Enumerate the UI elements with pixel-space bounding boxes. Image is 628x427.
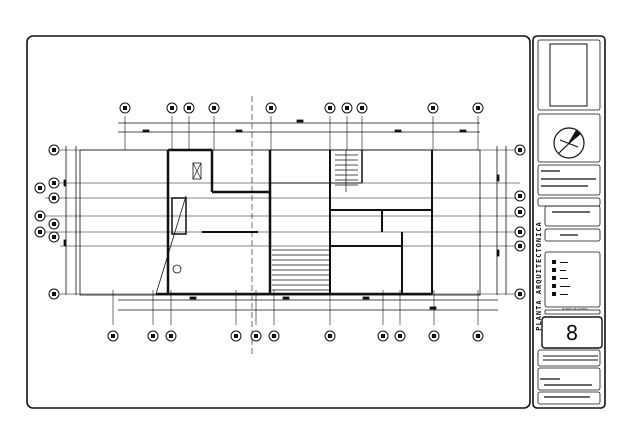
stairs: [272, 150, 358, 291]
legend-symbols: [552, 260, 570, 296]
title-block-frame: [532, 35, 606, 409]
title-block: [537, 39, 603, 405]
drawing-frame: [26, 35, 531, 409]
vertical-title-text: PLANTA ARQUITECTONICA: [535, 221, 543, 331]
bubble-marks: [38, 106, 522, 338]
plan-title: PLANTA DE AZOTEA: [562, 308, 588, 311]
north-arrow-icon: [553, 127, 585, 159]
sheet-number: 8: [565, 320, 579, 345]
dimension-lines: [63, 119, 507, 311]
